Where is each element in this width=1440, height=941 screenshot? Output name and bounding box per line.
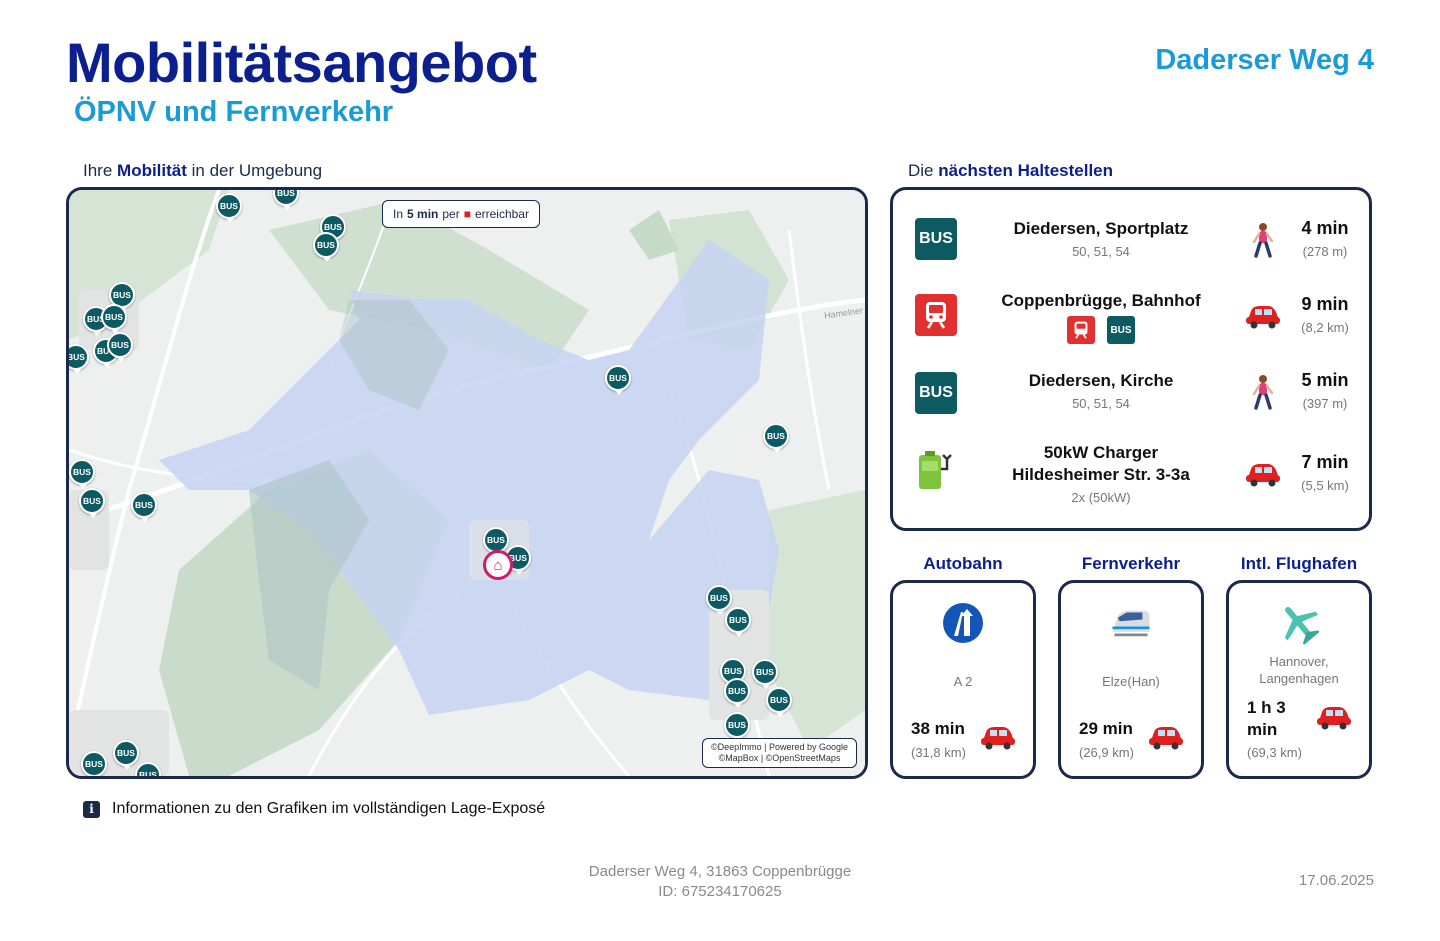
footer-address: Daderser Weg 4, 31863 Coppenbrügge xyxy=(588,863,852,880)
card-time: 1 h 3 min xyxy=(1247,698,1286,739)
stop-name: 50kW Charger Hildesheimer Str. 3-3a xyxy=(1012,443,1190,484)
home-pin-icon[interactable]: ⌂ xyxy=(483,550,513,580)
stop-distance: (8,2 km) xyxy=(1301,320,1349,335)
highway-icon xyxy=(941,601,985,645)
car-icon: ■ xyxy=(463,207,471,221)
walking-icon xyxy=(1243,220,1283,260)
walking-icon xyxy=(1243,372,1283,412)
train-icon xyxy=(1067,316,1095,344)
page-title: Mobilitätsangebot xyxy=(66,31,537,94)
card-heading-autobahn: Autobahn xyxy=(923,554,1003,573)
bus-icon: BUS xyxy=(915,218,957,260)
stop-distance: (397 m) xyxy=(1302,396,1348,411)
bus-stop-pin[interactable]: BUS xyxy=(724,678,750,708)
airplane-icon xyxy=(1277,601,1321,645)
map-attribution: ©DeepImmo | Powered by Google ©MapBox | … xyxy=(702,738,857,768)
station-name: Elze(Han) xyxy=(1102,674,1160,689)
car-icon xyxy=(1315,703,1355,735)
bus-stop-pin[interactable]: BUS xyxy=(79,488,105,518)
stop-lines: 50, 51, 54 xyxy=(1072,244,1130,259)
car-icon xyxy=(1243,296,1283,336)
autobahn-card[interactable]: A 2 38 min (31,8 km) xyxy=(890,580,1036,779)
card-distance: (31,8 km) xyxy=(911,745,966,760)
card-heading-fernverkehr: Fernverkehr xyxy=(1081,554,1181,573)
highway-name: A 2 xyxy=(953,674,973,689)
bus-stop-pin[interactable]: BUS xyxy=(107,332,133,362)
stop-name: Diedersen, Kirche xyxy=(1028,371,1174,390)
stop-transport-badges: BUS xyxy=(1067,316,1135,344)
footer-date: 17.06.2025 xyxy=(1298,872,1374,889)
car-icon xyxy=(1147,723,1187,755)
bus-stop-pin[interactable]: BUS xyxy=(81,751,107,776)
bus-stop-pin[interactable]: BUS xyxy=(273,190,299,210)
bus-icon: BUS xyxy=(915,372,957,414)
stop-name: Coppenbrügge, Bahnhof xyxy=(1001,291,1201,310)
footer-id: ID: 675234170625 xyxy=(658,883,782,900)
car-icon xyxy=(1243,454,1283,494)
reach-badge: In 5 min per ■ erreichbar xyxy=(382,200,540,228)
stop-name: Diedersen, Sportplatz xyxy=(1013,219,1189,238)
footer-address-block: Daderser Weg 4, 31863 Coppenbrügge ID: 6… xyxy=(0,862,1440,902)
bus-icon: BUS xyxy=(1107,316,1135,344)
stop-row[interactable]: BUS Diedersen, Sportplatz 50, 51, 54 4 m… xyxy=(893,204,1369,274)
flughafen-card[interactable]: Hannover, Langenhagen 1 h 3 min (69,3 km… xyxy=(1226,580,1372,779)
bus-stop-pin[interactable]: BUS xyxy=(752,659,778,689)
stop-row[interactable]: Coppenbrügge, Bahnhof BUS 9 min (8,2 km) xyxy=(893,280,1369,350)
info-note: i Informationen zu den Grafiken im volls… xyxy=(83,800,545,818)
stop-time: 4 min xyxy=(1301,218,1349,238)
bus-stop-pin[interactable]: BUS xyxy=(725,607,751,637)
stop-row[interactable]: BUS Diedersen, Kirche 50, 51, 54 5 min (… xyxy=(893,358,1369,428)
fernverkehr-card[interactable]: Elze(Han) 29 min (26,9 km) xyxy=(1058,580,1204,779)
stop-lines: 50, 51, 54 xyxy=(1072,396,1130,411)
charger-capacity: 2x (50kW) xyxy=(1071,490,1131,505)
property-address: Daderser Weg 4 xyxy=(1155,44,1374,76)
bus-stop-pin[interactable]: BUS xyxy=(605,365,631,395)
card-time: 29 min xyxy=(1079,719,1133,738)
map-heading: Ihre Mobilität in der Umgebung xyxy=(83,161,323,180)
car-icon xyxy=(979,723,1019,755)
stop-time: 5 min xyxy=(1301,370,1349,390)
stop-time: 9 min xyxy=(1301,294,1349,314)
charging-station-icon xyxy=(915,450,957,492)
info-text: Informationen zu den Grafiken im vollstä… xyxy=(112,800,546,817)
bus-stop-pin[interactable]: BUS xyxy=(766,687,792,717)
card-heading-flughafen: Intl. Flughafen xyxy=(1240,554,1358,573)
high-speed-train-icon xyxy=(1109,601,1153,645)
info-icon: i xyxy=(83,800,100,818)
bus-stop-pin[interactable]: BUS xyxy=(69,344,89,374)
bus-stop-pin[interactable]: BUS xyxy=(69,459,95,489)
bus-stop-pin[interactable]: BUS xyxy=(135,762,161,776)
stop-distance: (5,5 km) xyxy=(1301,478,1349,493)
bus-stop-pin[interactable]: BUS xyxy=(706,585,732,615)
bus-stop-pin[interactable]: BUS xyxy=(131,492,157,522)
bus-stop-pin[interactable]: BUS xyxy=(724,712,750,742)
bus-stop-pin[interactable]: BUS xyxy=(313,232,339,262)
bus-stop-pin[interactable]: BUS xyxy=(101,304,127,334)
stop-distance: (278 m) xyxy=(1302,244,1348,259)
stops-heading: Die nächsten Haltestellen xyxy=(908,161,1114,180)
nearest-stops-panel: BUS Diedersen, Sportplatz 50, 51, 54 4 m… xyxy=(890,187,1372,531)
train-icon xyxy=(915,294,957,336)
airport-name: Hannover, Langenhagen xyxy=(1259,654,1339,686)
bus-stop-pin[interactable]: BUS xyxy=(483,527,509,557)
mobility-map[interactable]: Hamelner In 5 min per ■ erreichbar BUS B… xyxy=(66,187,868,779)
bus-stop-pin[interactable]: BUS xyxy=(113,740,139,770)
map-base-layer xyxy=(69,190,865,776)
bus-stop-pin[interactable]: BUS xyxy=(763,423,789,453)
card-distance: (26,9 km) xyxy=(1079,745,1134,760)
card-time: 38 min xyxy=(911,719,965,738)
stop-time: 7 min xyxy=(1301,452,1349,472)
stop-row[interactable]: 50kW Charger Hildesheimer Str. 3-3a 2x (… xyxy=(893,436,1369,506)
card-distance: (69,3 km) xyxy=(1247,745,1302,760)
page-subtitle: ÖPNV und Fernverkehr xyxy=(74,96,394,128)
bus-stop-pin[interactable]: BUS xyxy=(216,193,242,223)
